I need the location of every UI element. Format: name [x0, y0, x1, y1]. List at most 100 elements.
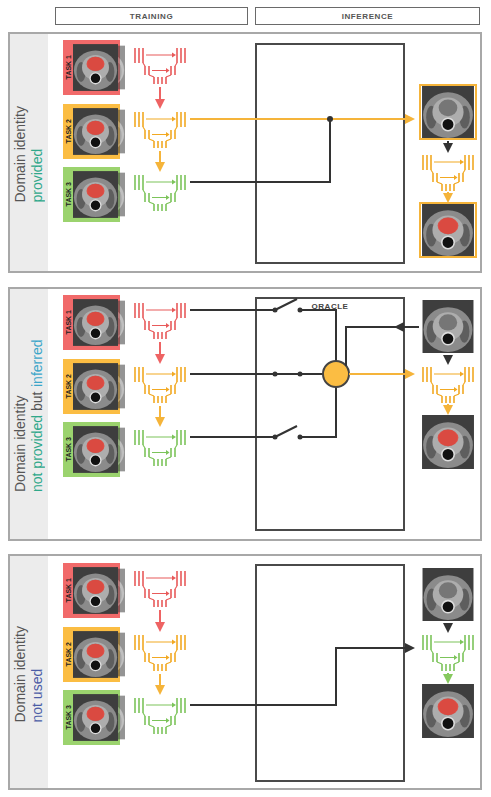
task-strip: TASK 2 [63, 359, 73, 414]
image-frame [420, 203, 476, 257]
switch-dot [273, 435, 278, 440]
flow-arrow [447, 404, 449, 413]
scenario-panel: Domain identityprovided TASK 1 TASK 2 TASK … [8, 32, 482, 273]
panel-title-text: Domain identity [12, 396, 28, 493]
mri-stack [83, 569, 125, 613]
mri-stack [83, 428, 125, 472]
panel-2-training [73, 299, 185, 473]
task-strip: TASK 3 [63, 690, 73, 745]
flow-arrow [447, 141, 449, 151]
mri-image [73, 108, 118, 155]
task-strip: TASK 3 [63, 167, 73, 222]
section-header: TRAINING [55, 7, 248, 25]
output-image [422, 415, 474, 469]
task-box: TASK 2 [63, 627, 120, 682]
sequence-arrow [159, 610, 161, 630]
oracle-box: ORACLE [255, 297, 405, 531]
title-line: not used [29, 622, 46, 723]
model-wire [190, 309, 275, 311]
model-wire [190, 436, 275, 438]
open-switch [275, 426, 297, 437]
panel-title: Domain identitynot used [12, 622, 46, 723]
model-wire [300, 387, 336, 437]
inference-box [256, 565, 404, 781]
mri-stack [83, 301, 125, 345]
unet-icon [135, 571, 185, 607]
task-box: TASK 3 [63, 167, 120, 222]
model-wire [300, 310, 336, 361]
closed-switch [190, 373, 323, 375]
mri-stack [83, 110, 125, 154]
input-image [423, 568, 474, 621]
panel-title: Domain identitynot providedbutinferred [12, 336, 46, 492]
open-switch [275, 299, 297, 310]
selector-circle [323, 361, 349, 387]
task-box: TASK 3 [63, 422, 120, 477]
header-label: TRAINING [130, 12, 173, 21]
panel-3-training [73, 567, 185, 741]
unet-icon [135, 367, 185, 403]
task-label: TASK 2 [65, 374, 72, 398]
panel-subtitle-text: provided [29, 149, 45, 203]
task-box: TASK 2 [63, 359, 120, 414]
inference-box [256, 44, 404, 263]
input-image [422, 85, 474, 139]
scenario-panel: Domain identitynot used TASK 1 TASK 2 TASK … [8, 554, 482, 790]
panel-1-inference [190, 44, 476, 263]
task-box: TASK 1 [63, 563, 120, 618]
panel-title: Domain identityprovided [12, 102, 46, 203]
task-strip: TASK 1 [63, 563, 73, 618]
model-wire [190, 118, 413, 120]
output-image [422, 684, 474, 738]
image-frame [420, 85, 476, 139]
mri-image [73, 426, 118, 473]
task-strip: TASK 2 [63, 627, 73, 682]
input-image [423, 300, 474, 353]
mri-image [73, 171, 118, 218]
mri-stack [83, 365, 125, 409]
panel-subtitle-text: not used [29, 669, 45, 723]
title-line: Domain identity [12, 336, 29, 492]
title-line: Domain identity [12, 102, 29, 203]
unet-icon [423, 635, 473, 671]
unet-icon [135, 48, 185, 84]
mri-stack [83, 633, 125, 677]
model-wire [190, 648, 413, 705]
task-box: TASK 3 [63, 690, 120, 745]
title-line: provided [29, 102, 46, 203]
task-label: TASK 1 [65, 55, 72, 79]
flow-arrow [447, 623, 449, 631]
unet-icon [135, 303, 185, 339]
mri-stack [83, 46, 125, 90]
junction-dot [327, 116, 333, 122]
model-wire [190, 119, 330, 182]
query-arrow [396, 326, 419, 328]
header-label: INFERENCE [342, 12, 394, 21]
task-strip: TASK 2 [63, 104, 73, 159]
oracle-label: ORACLE [257, 302, 403, 311]
section-header: INFERENCE [255, 7, 480, 25]
task-box: TASK 2 [63, 104, 120, 159]
mri-image [73, 567, 118, 614]
scenario-panel: Domain identitynot providedbutinferredTA… [8, 287, 482, 541]
panel-title-text: Domain identity [12, 626, 28, 723]
switch-dot [298, 372, 303, 377]
task-strip: TASK 1 [63, 295, 73, 350]
mri-image [73, 363, 118, 410]
unet-icon [135, 430, 185, 466]
mri-stack [83, 173, 125, 217]
panel-band: Domain identitynot providedbutinferred [10, 289, 48, 539]
title-line: not providedbutinferred [29, 336, 46, 492]
mri-image [73, 694, 118, 741]
switch-dot [298, 308, 303, 313]
sequence-arrow [159, 151, 161, 170]
task-label: TASK 1 [65, 578, 72, 602]
panel-band: Domain identityprovided [10, 34, 48, 271]
title-line: Domain identity [12, 622, 29, 723]
unet-icon [135, 635, 185, 671]
task-label: TASK 3 [65, 705, 72, 729]
task-label: TASK 2 [65, 642, 72, 666]
query-wire [346, 327, 398, 366]
panel-band: Domain identitynot used [10, 556, 48, 788]
